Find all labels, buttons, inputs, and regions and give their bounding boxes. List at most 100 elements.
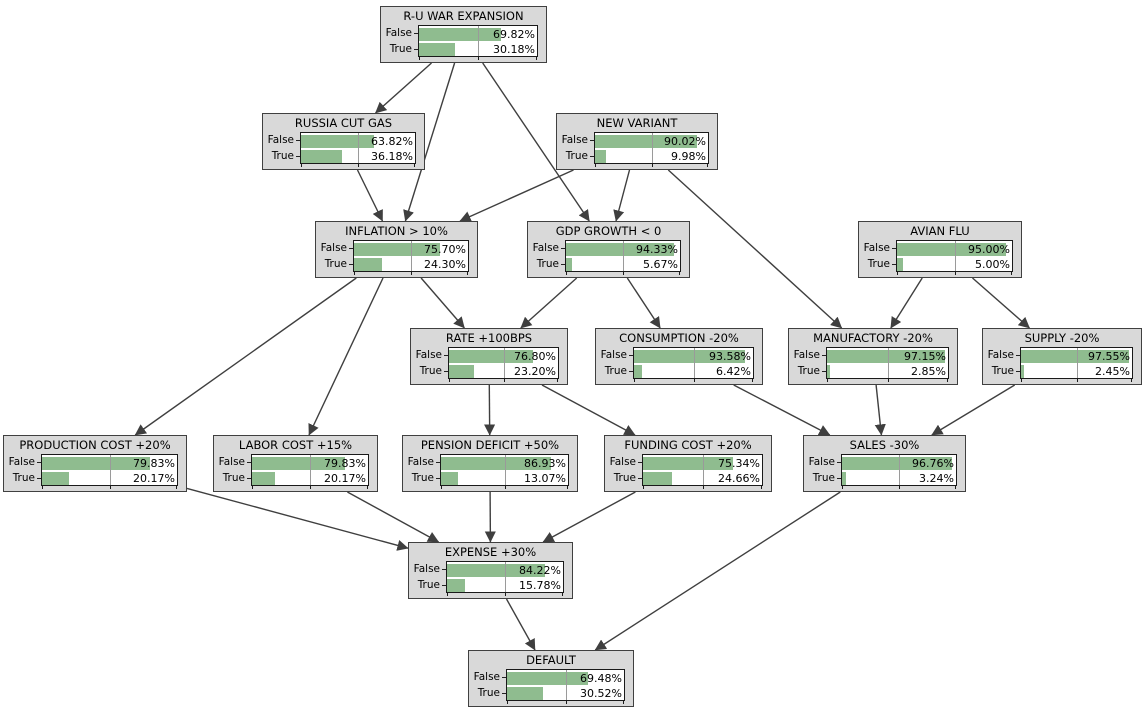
gridline-50pct-icon bbox=[623, 241, 624, 271]
axis-tick-100 bbox=[557, 379, 558, 382]
true-pct-value: 15.78% bbox=[519, 579, 561, 592]
axis-tick-100 bbox=[562, 593, 563, 596]
gridline-50pct-icon bbox=[478, 26, 479, 56]
true-probability-bar bbox=[441, 472, 458, 485]
row-labels: False True bbox=[316, 240, 353, 272]
axis-tick-50 bbox=[504, 486, 506, 489]
axis-tick-0 bbox=[1021, 379, 1022, 382]
axis-tick-100 bbox=[1011, 272, 1012, 275]
node-sales: SALES -30% False True 96.76% 3.24% bbox=[803, 435, 966, 492]
false-probability-bar bbox=[419, 28, 502, 41]
false-probability-bar bbox=[301, 135, 374, 148]
row-label-false: False bbox=[9, 456, 41, 468]
row-label-false: False bbox=[321, 242, 353, 254]
axis-tick-50 bbox=[503, 379, 505, 382]
edge-variant-to-inflation bbox=[459, 169, 574, 222]
node-pension: PENSION DEFICIT +50% False True 86.93% 1… bbox=[402, 435, 578, 492]
false-pct-value: 97.15% bbox=[904, 350, 946, 363]
gridline-50pct-icon bbox=[411, 241, 412, 271]
true-pct-value: 5.67% bbox=[643, 258, 678, 271]
axis-tick-0 bbox=[301, 164, 302, 167]
axis-tick-50 bbox=[623, 272, 624, 275]
edge-variant-to-gdp bbox=[613, 169, 631, 222]
row-labels: False True bbox=[596, 347, 633, 379]
axis-tick-0 bbox=[634, 379, 635, 382]
node-avian: AVIAN FLU False True 95.00% 5.00% bbox=[858, 221, 1022, 278]
axis-tick-50 bbox=[702, 486, 704, 489]
axis-tick-100 bbox=[623, 701, 624, 704]
edge-war-to-gas bbox=[375, 62, 432, 114]
row-labels: False True bbox=[411, 347, 448, 379]
axis-tick-0 bbox=[507, 701, 508, 704]
true-probability-bar bbox=[1021, 365, 1024, 378]
gridline-50pct-icon bbox=[702, 455, 704, 485]
row-label-true: True bbox=[325, 258, 353, 270]
row-labels: False True bbox=[403, 454, 440, 486]
true-probability-bar bbox=[643, 472, 673, 485]
row-label-false: False bbox=[562, 134, 594, 146]
edge-avian-to-supply bbox=[972, 277, 1030, 329]
row-labels: False True bbox=[557, 132, 594, 164]
gridline-50pct-icon bbox=[503, 348, 505, 378]
node-default: DEFAULT False True 69.48% 30.52% bbox=[468, 650, 634, 707]
node-title: SUPPLY -20% bbox=[1024, 331, 1100, 345]
axis-tick-50 bbox=[887, 379, 889, 382]
true-pct-value: 3.24% bbox=[919, 472, 954, 485]
node-title: INFLATION > 10% bbox=[345, 224, 448, 238]
true-pct-value: 20.17% bbox=[324, 472, 366, 485]
row-label-true: True bbox=[992, 365, 1020, 377]
axis-tick-0 bbox=[643, 486, 644, 489]
row-labels: False True bbox=[409, 561, 446, 593]
edge-war-to-gdp bbox=[482, 62, 590, 222]
probability-barplot: 97.55% 2.45% bbox=[1020, 347, 1133, 382]
true-pct-value: 9.98% bbox=[671, 150, 706, 163]
axis-tick-50 bbox=[1076, 379, 1078, 382]
true-pct-value: 23.20% bbox=[514, 365, 556, 378]
gridline-50pct-icon bbox=[651, 133, 653, 163]
true-probability-bar bbox=[252, 472, 276, 485]
row-label-true: True bbox=[813, 472, 841, 484]
gridline-50pct-icon bbox=[565, 670, 567, 700]
row-label-false: False bbox=[864, 242, 896, 254]
node-supply: SUPPLY -20% False True 97.55% 2.45% bbox=[982, 328, 1142, 385]
row-labels: False True bbox=[4, 454, 41, 486]
row-labels: False True bbox=[381, 25, 418, 57]
true-probability-bar bbox=[897, 258, 903, 271]
axis-tick-100 bbox=[955, 486, 956, 489]
axis-tick-100 bbox=[536, 57, 537, 60]
axis-tick-0 bbox=[354, 272, 355, 275]
row-label-false: False bbox=[809, 456, 841, 468]
axis-tick-50 bbox=[899, 486, 900, 489]
true-probability-bar bbox=[449, 365, 475, 378]
axis-tick-100 bbox=[707, 164, 708, 167]
edge-gas-to-inflation bbox=[356, 169, 384, 222]
row-label-false: False bbox=[610, 456, 642, 468]
false-probability-bar bbox=[252, 457, 345, 470]
gridline-50pct-icon bbox=[358, 133, 359, 163]
probability-barplot: 79.83% 20.17% bbox=[41, 454, 178, 489]
false-probability-bar bbox=[897, 243, 1007, 256]
node-title: SALES -30% bbox=[849, 438, 920, 452]
row-label-false: False bbox=[416, 349, 448, 361]
false-pct-value: 75.34% bbox=[718, 457, 760, 470]
false-pct-value: 96.76% bbox=[912, 457, 954, 470]
false-pct-value: 69.48% bbox=[580, 672, 622, 685]
axis-tick-100 bbox=[567, 486, 568, 489]
gridline-50pct-icon bbox=[505, 562, 506, 592]
node-manufactory: MANUFACTORY -20% False True 97.15% 2.85% bbox=[788, 328, 958, 385]
true-pct-value: 6.42% bbox=[716, 365, 751, 378]
true-probability-bar bbox=[42, 472, 70, 485]
false-probability-bar bbox=[566, 243, 674, 256]
gridline-50pct-icon bbox=[1076, 348, 1078, 378]
true-pct-value: 2.45% bbox=[1095, 365, 1130, 378]
false-pct-value: 76.80% bbox=[514, 350, 556, 363]
true-probability-bar bbox=[301, 150, 343, 163]
axis-tick-0 bbox=[595, 164, 596, 167]
row-labels: False True bbox=[859, 240, 896, 272]
node-title: GDP GROWTH < 0 bbox=[555, 224, 662, 238]
probability-barplot: 75.34% 24.66% bbox=[642, 454, 763, 489]
false-probability-bar bbox=[1021, 350, 1130, 363]
true-probability-bar bbox=[419, 43, 455, 56]
row-label-true: True bbox=[223, 472, 251, 484]
